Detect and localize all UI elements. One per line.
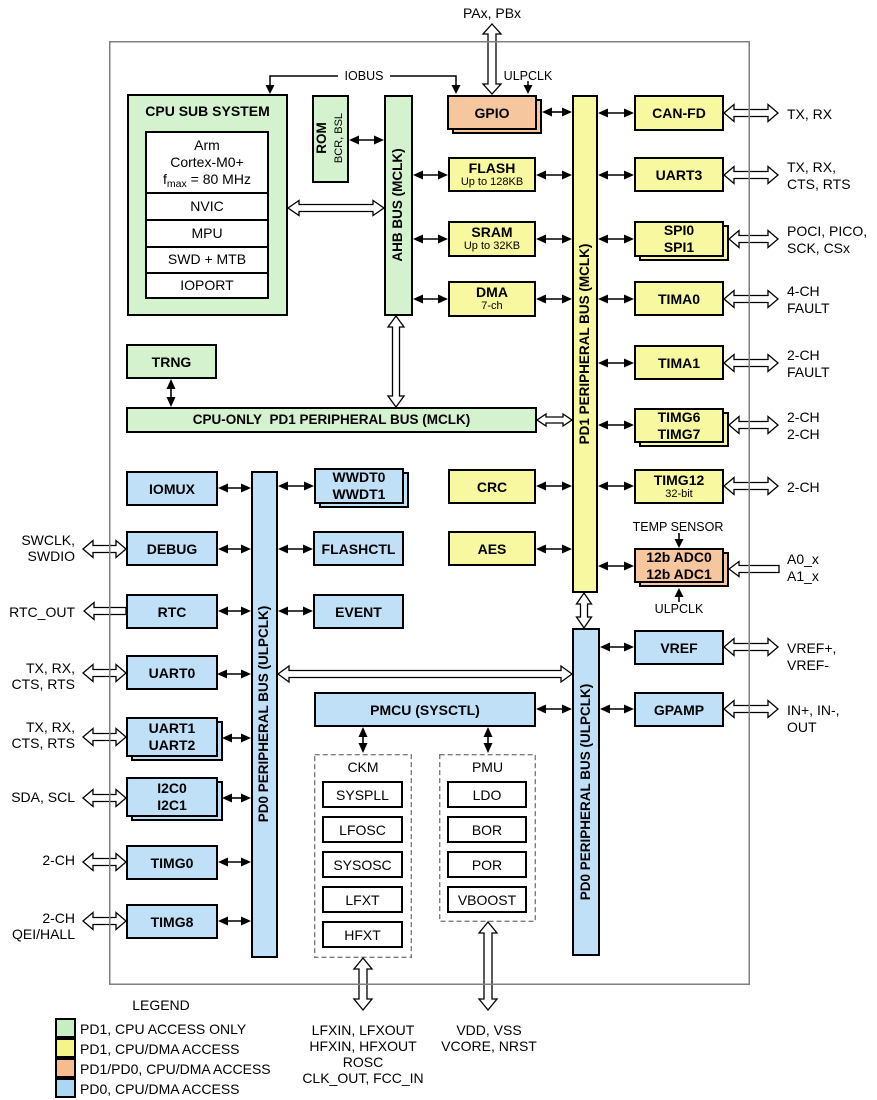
- svg-text:IOBUS: IOBUS: [345, 69, 384, 83]
